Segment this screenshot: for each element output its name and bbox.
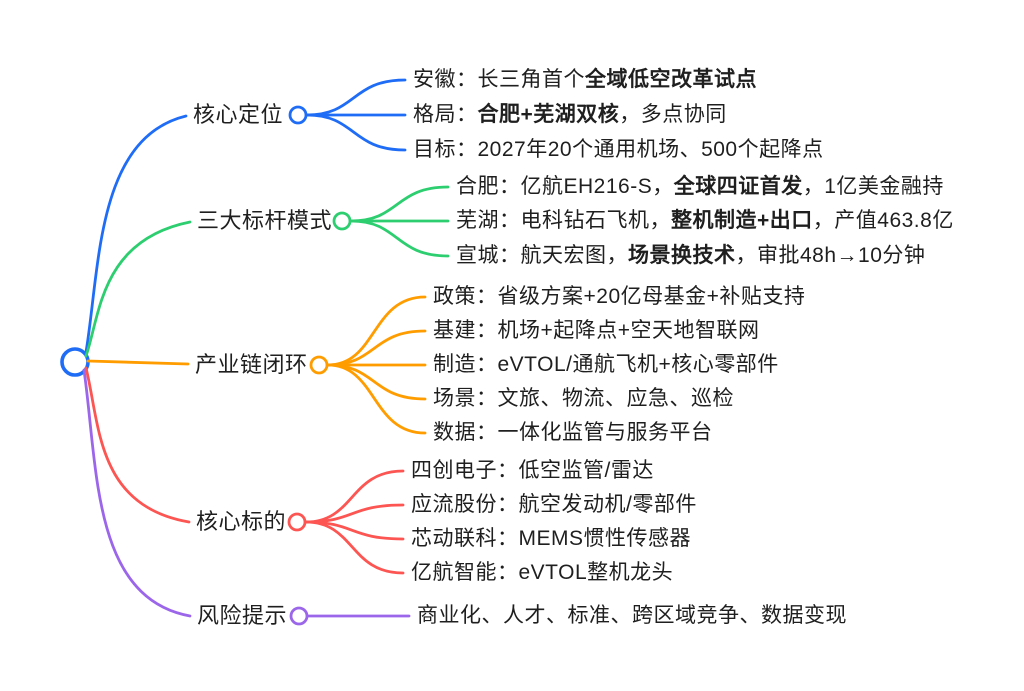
text-segment-bold: 全球四证首发	[673, 175, 803, 198]
text-segment: 核心定位	[193, 102, 284, 127]
child-node-benchmark-models-2[interactable]: 宣城：航天宏图，场景换技术，审批48h→10分钟	[456, 239, 925, 273]
child-node-core-stocks-0[interactable]: 四创电子：低空监管/雷达	[411, 454, 654, 488]
branch-label-industry-chain[interactable]: 产业链闭环	[195, 348, 308, 382]
text-segment: 芯动联科：MEMS惯性传感器	[411, 527, 691, 550]
text-segment: 目标：2027年20个通用机场、500个起降点	[413, 138, 824, 161]
text-segment: ，产值463.8亿	[812, 209, 954, 232]
branch-curve-risk-warning	[82, 368, 192, 618]
text-segment-bold: 场景换技术	[628, 244, 736, 267]
child-curve-industry-chain-4	[326, 363, 427, 435]
branch-node-circle-risk-warning[interactable]	[289, 606, 309, 626]
text-segment: ，审批48h→10分钟	[735, 244, 926, 267]
child-node-benchmark-models-0[interactable]: 合肥：亿航EH216-S，全球四证首发，1亿美金融持	[456, 170, 944, 204]
text-segment-bold: 整机制造+出口	[671, 209, 813, 232]
text-segment: 风险提示	[197, 603, 288, 628]
text-segment: 芜湖：电科钻石飞机，	[456, 209, 671, 232]
branch-node-circle-core-positioning[interactable]	[288, 105, 308, 125]
branch-curve-core-stocks	[84, 366, 191, 524]
branch-node-circle-industry-chain[interactable]	[309, 355, 329, 375]
child-curve-industry-chain-0	[326, 295, 427, 367]
child-node-benchmark-models-1[interactable]: 芜湖：电科钻石飞机，整机制造+出口，产值463.8亿	[456, 204, 954, 238]
text-segment: 应流股份：航空发动机/零部件	[411, 493, 697, 516]
text-segment: 核心标的	[196, 509, 287, 534]
text-segment: 场景：文旅、物流、应急、巡检	[433, 387, 734, 410]
child-node-risk-warning-0[interactable]: 商业化、人才、标准、跨区域竞争、数据变现	[417, 599, 847, 633]
text-segment: 格局：	[413, 103, 478, 126]
text-segment-bold: 全域低空改革试点	[585, 68, 757, 91]
child-curve-industry-chain-3	[326, 363, 427, 401]
child-curve-core-stocks-3	[304, 520, 405, 575]
child-node-core-positioning-0[interactable]: 安徽：长三角首个全域低空改革试点	[413, 63, 757, 97]
text-segment: 制造：eVTOL/通航飞机+核心零部件	[433, 353, 779, 376]
text-segment: 亿航智能：eVTOL整机龙头	[411, 561, 674, 584]
child-node-industry-chain-3[interactable]: 场景：文旅、物流、应急、巡检	[433, 382, 734, 416]
text-segment: 数据：一体化监管与服务平台	[433, 421, 713, 444]
branch-curve-benchmark-models	[84, 220, 192, 358]
text-segment: 宣城：航天宏图，	[456, 244, 628, 267]
child-node-industry-chain-4[interactable]: 数据：一体化监管与服务平台	[433, 416, 713, 450]
child-node-industry-chain-0[interactable]: 政策：省级方案+20亿母基金+补贴支持	[433, 280, 805, 314]
child-node-industry-chain-1[interactable]: 基建：机场+起降点+空天地智联网	[433, 314, 760, 348]
text-segment: 商业化、人才、标准、跨区域竞争、数据变现	[417, 604, 847, 627]
text-segment: 三大标杆模式	[197, 208, 333, 233]
branch-label-core-stocks[interactable]: 核心标的	[196, 505, 286, 539]
child-node-core-positioning-1[interactable]: 格局：合肥+芜湖双核，多点协同	[413, 98, 727, 132]
text-segment: ，多点协同	[619, 103, 727, 126]
branch-curve-industry-chain	[86, 359, 190, 366]
child-curve-industry-chain-1	[326, 329, 427, 367]
text-segment: 政策：省级方案+20亿母基金+补贴支持	[433, 285, 806, 308]
branch-curve-core-positioning	[84, 114, 188, 354]
text-segment: 合肥：亿航EH216-S，	[456, 175, 674, 198]
child-curve-core-positioning-0	[305, 78, 407, 117]
text-segment: 产业链闭环	[195, 352, 308, 377]
child-curve-benchmark-models-0	[349, 185, 450, 223]
child-node-core-stocks-1[interactable]: 应流股份：航空发动机/零部件	[411, 488, 697, 522]
branch-label-benchmark-models[interactable]: 三大标杆模式	[197, 204, 332, 238]
child-node-core-positioning-2[interactable]: 目标：2027年20个通用机场、500个起降点	[413, 133, 824, 167]
child-curve-benchmark-models-2	[349, 219, 450, 258]
branch-node-circle-core-stocks[interactable]	[287, 512, 307, 532]
branch-label-core-positioning[interactable]: 核心定位	[193, 98, 283, 132]
text-segment: 四创电子：低空监管/雷达	[411, 459, 654, 482]
branch-node-circle-benchmark-models[interactable]	[332, 211, 352, 231]
text-segment: 基建：机场+起降点+空天地智联网	[433, 319, 760, 342]
child-node-industry-chain-2[interactable]: 制造：eVTOL/通航飞机+核心零部件	[433, 348, 779, 382]
child-curve-core-stocks-0	[304, 469, 405, 524]
child-node-core-stocks-3[interactable]: 亿航智能：eVTOL整机龙头	[411, 556, 673, 590]
child-curve-core-positioning-2	[305, 113, 407, 152]
text-segment: 安徽：长三角首个	[413, 68, 585, 91]
text-segment: ，1亿美金融持	[802, 175, 944, 198]
branch-label-risk-warning[interactable]: 风险提示	[197, 599, 287, 633]
child-node-core-stocks-2[interactable]: 芯动联科：MEMS惯性传感器	[411, 522, 691, 556]
text-segment-bold: 合肥+芜湖双核	[477, 103, 620, 126]
